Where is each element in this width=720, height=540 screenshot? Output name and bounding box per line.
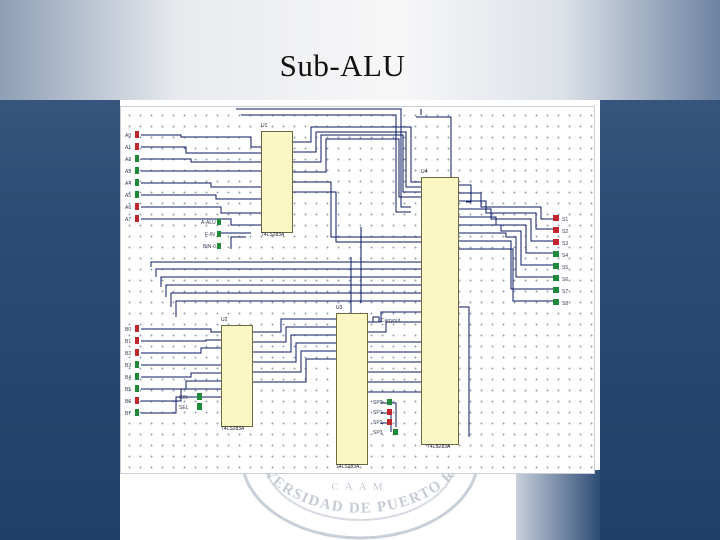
chip-u3 bbox=[336, 313, 368, 465]
svg-text:S6: S6 bbox=[562, 277, 568, 283]
svg-text:A0: A0 bbox=[125, 133, 131, 139]
svg-text:A5: A5 bbox=[125, 193, 131, 199]
chip-u1-caption: U1 bbox=[261, 123, 268, 129]
chip-u2 bbox=[221, 325, 253, 427]
svg-text:A7: A7 bbox=[125, 217, 131, 223]
svg-text:S1: S1 bbox=[562, 217, 568, 223]
svg-text:SEL: SEL bbox=[179, 405, 189, 411]
svg-text:B1: B1 bbox=[125, 339, 131, 345]
svg-text:A4: A4 bbox=[125, 181, 131, 187]
svg-text:BIN-0: BIN-0 bbox=[203, 244, 216, 250]
svg-text:SP3: SP3 bbox=[373, 430, 383, 436]
chip-u2-caption: U2 bbox=[221, 317, 228, 323]
svg-text:SP1: SP1 bbox=[373, 410, 383, 416]
svg-text:B7: B7 bbox=[125, 411, 131, 417]
svg-text:CIN: CIN bbox=[179, 395, 188, 401]
svg-text:A1: A1 bbox=[125, 145, 131, 151]
svg-text:S4: S4 bbox=[562, 253, 568, 259]
svg-text:B4: B4 bbox=[125, 375, 131, 381]
chip-u1-part: 74LS283A bbox=[261, 232, 285, 238]
svg-text:A3: A3 bbox=[125, 169, 131, 175]
svg-text:S5: S5 bbox=[562, 265, 568, 271]
svg-text:B2: B2 bbox=[125, 351, 131, 357]
chip-u4-caption: U4 bbox=[421, 169, 428, 175]
svg-text:B0: B0 bbox=[125, 327, 131, 333]
svg-text:S3: S3 bbox=[562, 241, 568, 247]
svg-text:A2: A2 bbox=[125, 157, 131, 163]
chip-u4 bbox=[421, 177, 459, 445]
svg-text:S7: S7 bbox=[562, 289, 568, 295]
chip-u3-part: 74LS283A bbox=[336, 464, 360, 470]
svg-text:CAAM: CAAM bbox=[331, 481, 388, 493]
slide-title-band bbox=[0, 0, 720, 100]
svg-text:A6: A6 bbox=[125, 205, 131, 211]
chip-u3-caption: U3 bbox=[336, 305, 343, 311]
svg-text:B6: B6 bbox=[125, 399, 131, 405]
svg-text:S8: S8 bbox=[562, 301, 568, 307]
svg-text:B5: B5 bbox=[125, 387, 131, 393]
svg-text:A-ALU: A-ALU bbox=[201, 220, 216, 226]
svg-text:Carryout: Carryout bbox=[381, 318, 401, 324]
chip-u2-part: 74LS283A bbox=[221, 426, 245, 432]
svg-text:B3: B3 bbox=[125, 363, 131, 369]
slide-bottom-fade-right bbox=[516, 470, 600, 540]
chip-u4-part: 74LS283A bbox=[427, 444, 451, 450]
svg-text:SP2: SP2 bbox=[373, 420, 383, 426]
svg-text:S2: S2 bbox=[562, 229, 568, 235]
svg-text:F-IN: F-IN bbox=[205, 232, 215, 238]
chip-u1 bbox=[261, 131, 293, 233]
carry-inputs: CIN SEL bbox=[179, 393, 202, 411]
svg-text:SP0: SP0 bbox=[373, 400, 383, 406]
control-inputs: A-ALU F-IN BIN-0 bbox=[201, 219, 221, 250]
slide-title: Sub-ALU bbox=[279, 48, 406, 83]
